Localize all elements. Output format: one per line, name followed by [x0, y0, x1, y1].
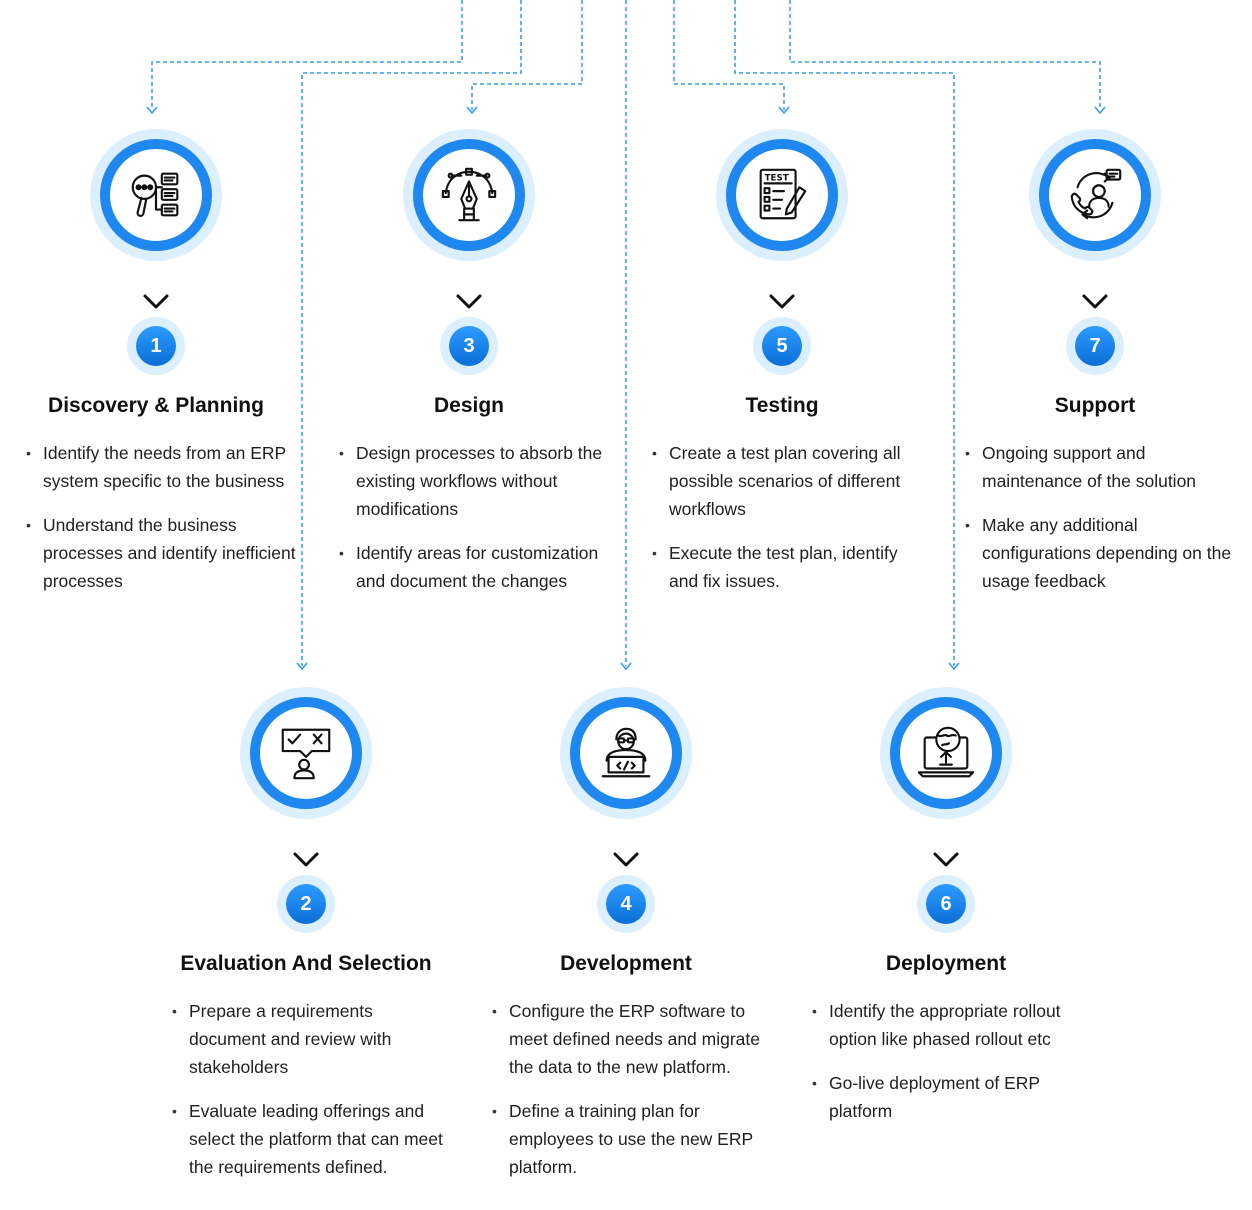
chevron-down-icon	[293, 852, 319, 867]
arrowhead-step-1	[146, 106, 158, 115]
chevron-down-icon	[613, 852, 639, 867]
step-bullets: Identify the appropriate rollout option …	[812, 997, 1088, 1141]
step-title: Development	[560, 952, 692, 975]
step-bullets: Ongoing support and maintenance of the s…	[965, 439, 1245, 611]
step-icon-ring	[880, 687, 1012, 819]
connector-step-2	[301, 0, 522, 666]
step-icon-ring	[1029, 129, 1161, 261]
step-bullets: Create a test plan covering all possible…	[652, 439, 927, 611]
chevron-down-icon	[769, 294, 795, 309]
step-icon-ring	[240, 687, 372, 819]
step-title: Deployment	[885, 952, 1007, 975]
list-item: Identify the needs from an ERP system sp…	[26, 439, 296, 495]
support-agent-icon	[1070, 168, 1122, 220]
step-number-badge: 7	[1075, 326, 1115, 366]
list-item: Define a training plan for employees to …	[492, 1097, 768, 1181]
connector-step-5	[673, 0, 785, 110]
list-item: Identify areas for customization and doc…	[339, 539, 614, 595]
list-item: Ongoing support and maintenance of the s…	[965, 439, 1245, 495]
step-title: Discovery & Planning	[48, 394, 264, 417]
arrowhead-step-3	[466, 106, 478, 115]
arrowhead-step-6	[948, 662, 960, 671]
chevron-down-icon	[143, 294, 169, 309]
chevron-down-icon	[933, 852, 959, 867]
step-bullets: Prepare a requirements document and revi…	[172, 997, 448, 1197]
list-item: Configure the ERP software to meet defin…	[492, 997, 768, 1081]
list-item: Design processes to absorb the existing …	[339, 439, 614, 523]
connector-step-6	[734, 0, 955, 666]
list-item: Make any additional configurations depen…	[965, 511, 1245, 595]
step-bullets: Configure the ERP software to meet defin…	[492, 997, 768, 1197]
step-icon-ring	[403, 129, 535, 261]
step-bullets: Identify the needs from an ERP system sp…	[26, 439, 296, 611]
list-item: Understand the business processes and id…	[26, 511, 296, 595]
list-item: Identify the appropriate rollout option …	[812, 997, 1088, 1053]
step-number-badge: 6	[926, 884, 966, 924]
pen-tool-icon	[441, 167, 497, 222]
step-title: Design	[433, 394, 504, 417]
test-checklist-icon: TEST	[759, 168, 807, 220]
developer-laptop-icon	[601, 727, 651, 778]
list-item: Go-live deployment of ERP platform	[812, 1069, 1088, 1125]
list-item: Create a test plan covering all possible…	[652, 439, 927, 523]
step-number-badge: 1	[136, 326, 176, 366]
step-icon-ring	[90, 129, 222, 261]
chevron-down-icon	[1082, 294, 1108, 309]
svg-text:TEST: TEST	[765, 173, 789, 183]
step-icon-ring	[560, 687, 692, 819]
chevron-down-icon	[456, 294, 482, 309]
step-number-badge: 5	[762, 326, 802, 366]
list-item: Prepare a requirements document and revi…	[172, 997, 448, 1081]
connector-step-1	[151, 0, 463, 110]
step-icon-ring: TEST	[716, 129, 848, 261]
arrowhead-step-4	[620, 662, 632, 671]
list-item: Evaluate leading offerings and select th…	[172, 1097, 448, 1181]
step-number-badge: 2	[286, 884, 326, 924]
globe-laptop-upload-icon	[917, 726, 975, 778]
step-title: Support	[1054, 394, 1136, 417]
step-number-badge: 4	[606, 884, 646, 924]
step-title: Evaluation And Selection	[180, 952, 432, 975]
arrowhead-step-2	[296, 662, 308, 671]
person-check-cross-icon	[281, 728, 331, 780]
list-item: Execute the test plan, identify and fix …	[652, 539, 927, 595]
step-number-badge: 3	[449, 326, 489, 366]
arrowhead-step-7	[1094, 106, 1106, 115]
step-title: Testing	[745, 394, 819, 417]
connector-step-3	[471, 0, 583, 110]
connector-step-7	[789, 0, 1101, 110]
magnifier-document-icon	[131, 172, 179, 217]
step-bullets: Design processes to absorb the existing …	[339, 439, 614, 611]
arrowhead-step-5	[778, 106, 790, 115]
